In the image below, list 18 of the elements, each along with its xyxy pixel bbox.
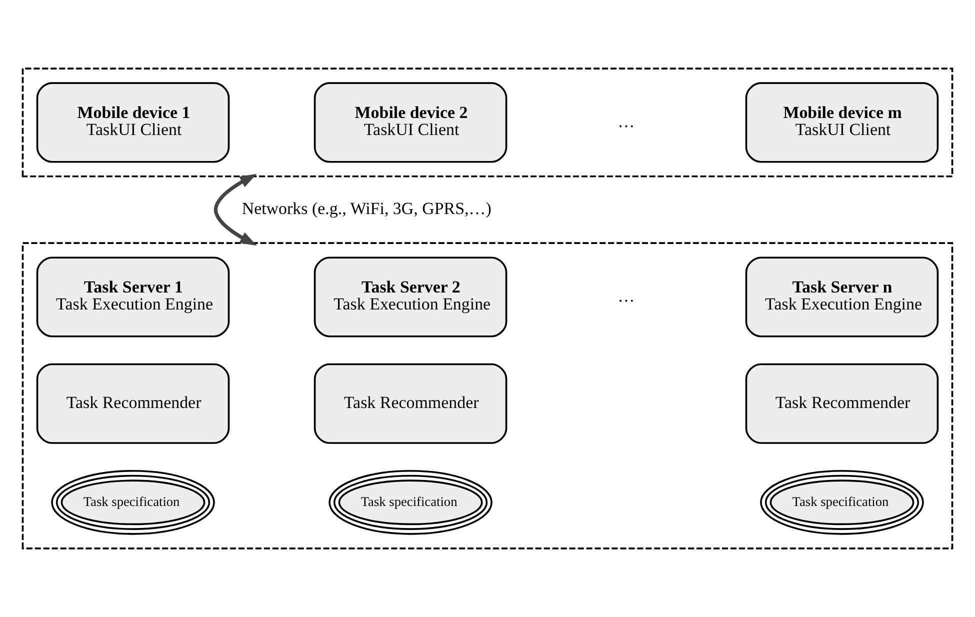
label: … [618, 286, 635, 306]
cluster [22, 242, 954, 550]
node-box: Task Recommender [314, 363, 508, 444]
cluster [22, 68, 954, 178]
node-ellipse: Task specification [328, 470, 492, 535]
node-box: Mobile device 1 TaskUI Client [36, 82, 230, 163]
node-box: Task Server n Task Execution Engine [745, 256, 939, 338]
arrow [214, 174, 257, 246]
node-box: Task Server 2 Task Execution Engine [314, 256, 508, 338]
node-ellipse: Task specification [51, 470, 215, 535]
node-box: Task Recommender [745, 363, 939, 444]
edge-label: Networks (e.g., WiFi, 3G, GPRS,…) [242, 199, 492, 218]
node-box: Task Recommender [36, 363, 230, 444]
node-box: Task Server 1 Task Execution Engine [36, 256, 230, 338]
node-box: Mobile device m TaskUI Client [745, 82, 939, 163]
node-ellipse: Task specification [760, 470, 924, 535]
label: … [618, 112, 635, 131]
node-box: Mobile device 2 TaskUI Client [314, 82, 508, 163]
